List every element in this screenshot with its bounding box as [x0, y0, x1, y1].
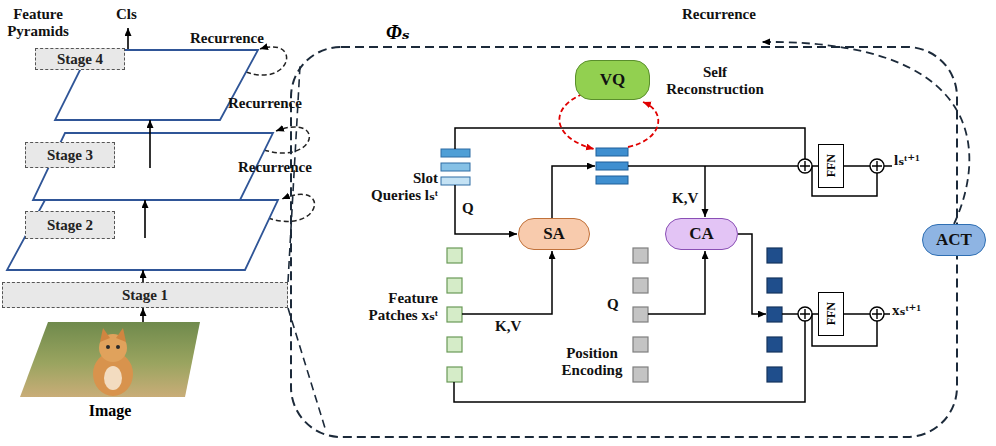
patch-token — [447, 278, 462, 293]
text-label: xₛᵗ⁺¹ — [892, 302, 921, 319]
patch-token — [447, 337, 462, 352]
position-token — [633, 278, 648, 293]
reconstruction-arrow — [628, 102, 658, 147]
cat-eye — [106, 345, 110, 349]
input-image: Image — [20, 322, 200, 422]
text-label: Q — [462, 200, 474, 217]
recurrence-loop — [264, 127, 309, 153]
position-token — [633, 337, 648, 352]
vq-box: VQ — [575, 60, 650, 100]
wires — [454, 128, 892, 402]
box-label: FFN — [824, 302, 839, 325]
region-title: Φₛ — [386, 20, 410, 44]
cat-ear — [116, 328, 126, 342]
text-label: Recurrence — [238, 159, 312, 176]
stage-label: Stage 1 — [122, 287, 168, 304]
stage-plane: Stage 4 — [35, 46, 260, 122]
text-label: Recurrence — [682, 6, 756, 23]
cat-chest — [104, 366, 122, 390]
text-label: K,V — [672, 190, 698, 207]
text-label: lₛᵗ⁺¹ — [894, 152, 920, 169]
stage-label: Stage 4 — [57, 51, 103, 68]
text-label: Q — [607, 296, 619, 313]
plane-shape — [55, 50, 258, 120]
text-label: Position Encoding — [552, 345, 632, 379]
box-label: CA — [689, 224, 714, 244]
output-token — [767, 307, 782, 322]
image-caption: Image — [20, 402, 200, 420]
text-label: Feature Patches xₛᵗ — [348, 290, 438, 324]
text-label: Recurrence — [190, 30, 264, 47]
output-token — [767, 337, 782, 352]
wire — [704, 166, 706, 217]
feature-patches — [447, 248, 462, 382]
attention-box: SA — [518, 218, 590, 250]
plane-shape — [7, 200, 278, 270]
box-label: ACT — [936, 230, 972, 250]
slot-token — [441, 177, 470, 185]
stage-label-box: Stage 4 — [35, 48, 125, 70]
region-border — [291, 47, 957, 437]
wire — [552, 166, 595, 218]
stage-plane: Stage 2 — [5, 198, 280, 272]
text-label: Feature Pyramids — [2, 6, 74, 40]
wire — [455, 185, 517, 234]
text-label: Recurrence — [228, 95, 302, 112]
slot-token — [441, 149, 470, 157]
position-token — [633, 307, 648, 322]
patch-token — [447, 307, 462, 322]
position-token — [633, 248, 648, 263]
zoom-line — [288, 66, 325, 428]
patch-token — [447, 248, 462, 263]
box-label: SA — [543, 224, 565, 244]
flow-arrow — [142, 270, 144, 282]
slot-token — [596, 162, 628, 170]
wire — [628, 165, 798, 167]
reconstruction-arrow — [559, 94, 594, 149]
output-token — [767, 278, 782, 293]
output-patches — [767, 248, 782, 382]
slot-token — [596, 148, 628, 156]
slot-token — [596, 176, 628, 184]
position-encoding — [633, 248, 648, 382]
wire — [648, 251, 705, 314]
output-token — [767, 367, 782, 382]
slot-token — [441, 163, 470, 171]
cat-eye — [116, 345, 120, 349]
cat-ear — [100, 328, 110, 342]
wire — [455, 128, 805, 159]
text-label: Self Reconstruction — [660, 64, 770, 98]
stage-label: Stage 3 — [47, 147, 93, 164]
stage-detail-region: ΦₛVQSACAFFNFFNACT — [290, 46, 958, 438]
stage-box: Stage 1 — [2, 282, 288, 308]
wire — [462, 251, 552, 314]
position-token — [633, 367, 648, 382]
act-box: ACT — [922, 224, 986, 256]
output-token — [767, 248, 782, 263]
stage-label-box: Stage 3 — [25, 142, 115, 168]
patch-token — [447, 367, 462, 382]
recurrence-arrow — [762, 42, 969, 224]
stage-label-box: Stage 2 — [25, 211, 115, 239]
region-outline — [290, 46, 958, 438]
wire — [782, 313, 798, 315]
text-label: Slot Queries lₛᵗ — [362, 170, 438, 204]
ffn-box: FFN — [818, 292, 844, 336]
text-label: K,V — [495, 318, 521, 335]
box-label: FFN — [824, 154, 839, 177]
flow-arrow — [142, 308, 144, 322]
stage-plane: Stage 3 — [25, 130, 275, 202]
box-label: VQ — [600, 70, 626, 90]
text-label: Cls — [116, 6, 137, 23]
ffn-box: FFN — [818, 144, 844, 188]
photo-background — [20, 322, 200, 397]
wire — [738, 234, 766, 314]
attention-box: CA — [665, 218, 738, 250]
stage-label: Stage 2 — [47, 217, 93, 234]
